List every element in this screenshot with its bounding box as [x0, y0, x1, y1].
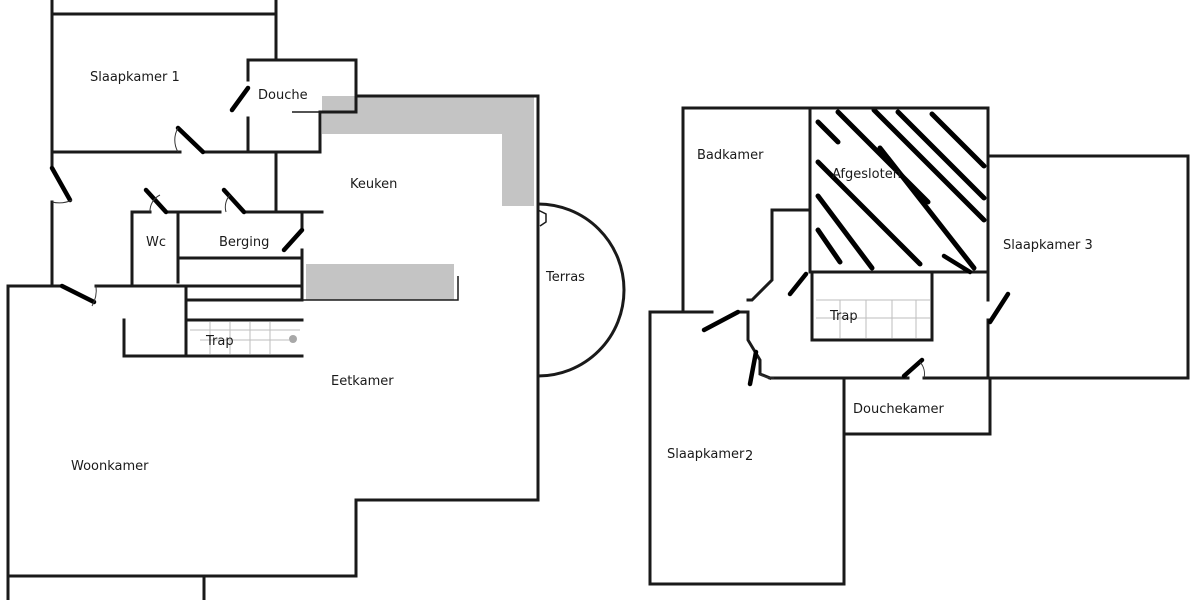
- stair-block-wall: [122, 280, 304, 358]
- counter-outline: [302, 276, 459, 301]
- door-terras-icon: [537, 209, 547, 227]
- ground-floor: Slaapkamer 1 Douche Keuken Wc Berging Tr…: [6, 0, 626, 600]
- landing-left-wall: [746, 310, 772, 380]
- label-woonkamer: Woonkamer: [71, 459, 149, 474]
- door-afgesloten: [941, 253, 973, 275]
- label-eetkamer: Eetkamer: [331, 374, 394, 389]
- living-outer-wall: [6, 284, 304, 600]
- label-wc: Wc: [146, 235, 166, 250]
- afgesloten-hatch: [815, 107, 987, 271]
- label-keuken: Keuken: [350, 177, 397, 192]
- label-douche: Douche: [258, 88, 308, 103]
- label-terras: Terras: [545, 270, 585, 285]
- stair-marker-icon: [289, 335, 297, 343]
- label-afgesloten: Afgesloten: [832, 167, 901, 182]
- door-wc: [143, 187, 169, 215]
- kitchen-wall: [354, 94, 540, 578]
- label-slaapkamer2-number: 2: [745, 449, 753, 464]
- door-berging: [221, 187, 247, 215]
- door-slaapkamer3: [987, 291, 1011, 325]
- terras-wall: [536, 202, 626, 378]
- badkamer-wall: [681, 106, 990, 312]
- wc-wall: [130, 210, 324, 302]
- douchekamer-wall: [842, 376, 992, 436]
- door-slaapkamer2: [747, 349, 759, 387]
- stairs-ground: [190, 322, 300, 354]
- living-bottom-wall: [6, 574, 358, 600]
- door-living: [59, 283, 97, 305]
- kitchen-counter-lower: [306, 264, 454, 300]
- stairs-upper: [816, 299, 930, 338]
- door-douchekamer: [901, 357, 925, 379]
- kitchen-counter-upper: [322, 96, 534, 206]
- label-slaapkamer1: Slaapkamer 1: [90, 70, 180, 85]
- door-landing: [787, 271, 809, 297]
- top-room-wall: [50, 0, 278, 16]
- label-berging: Berging: [219, 235, 269, 250]
- door-hall: [49, 165, 73, 203]
- label-slaapkamer3: Slaapkamer 3: [1003, 238, 1093, 253]
- douche-wall: [246, 58, 358, 154]
- label-trap-ground: Trap: [205, 334, 234, 349]
- door-douche: [229, 85, 251, 113]
- label-douchekamer: Douchekamer: [853, 402, 945, 417]
- door-berging-right: [281, 227, 305, 253]
- door-badkamer: [701, 309, 741, 333]
- slaapkamer3-wall: [986, 154, 1190, 380]
- label-slaapkamer2: Slaapkamer: [667, 447, 745, 462]
- label-trap-upper: Trap: [829, 309, 858, 324]
- door-slaapkamer1: [175, 125, 206, 155]
- landing-wall: [746, 208, 934, 342]
- label-badkamer: Badkamer: [697, 148, 764, 163]
- first-floor: Badkamer Afgesloten Slaapkamer 3 Trap Do…: [648, 106, 1190, 586]
